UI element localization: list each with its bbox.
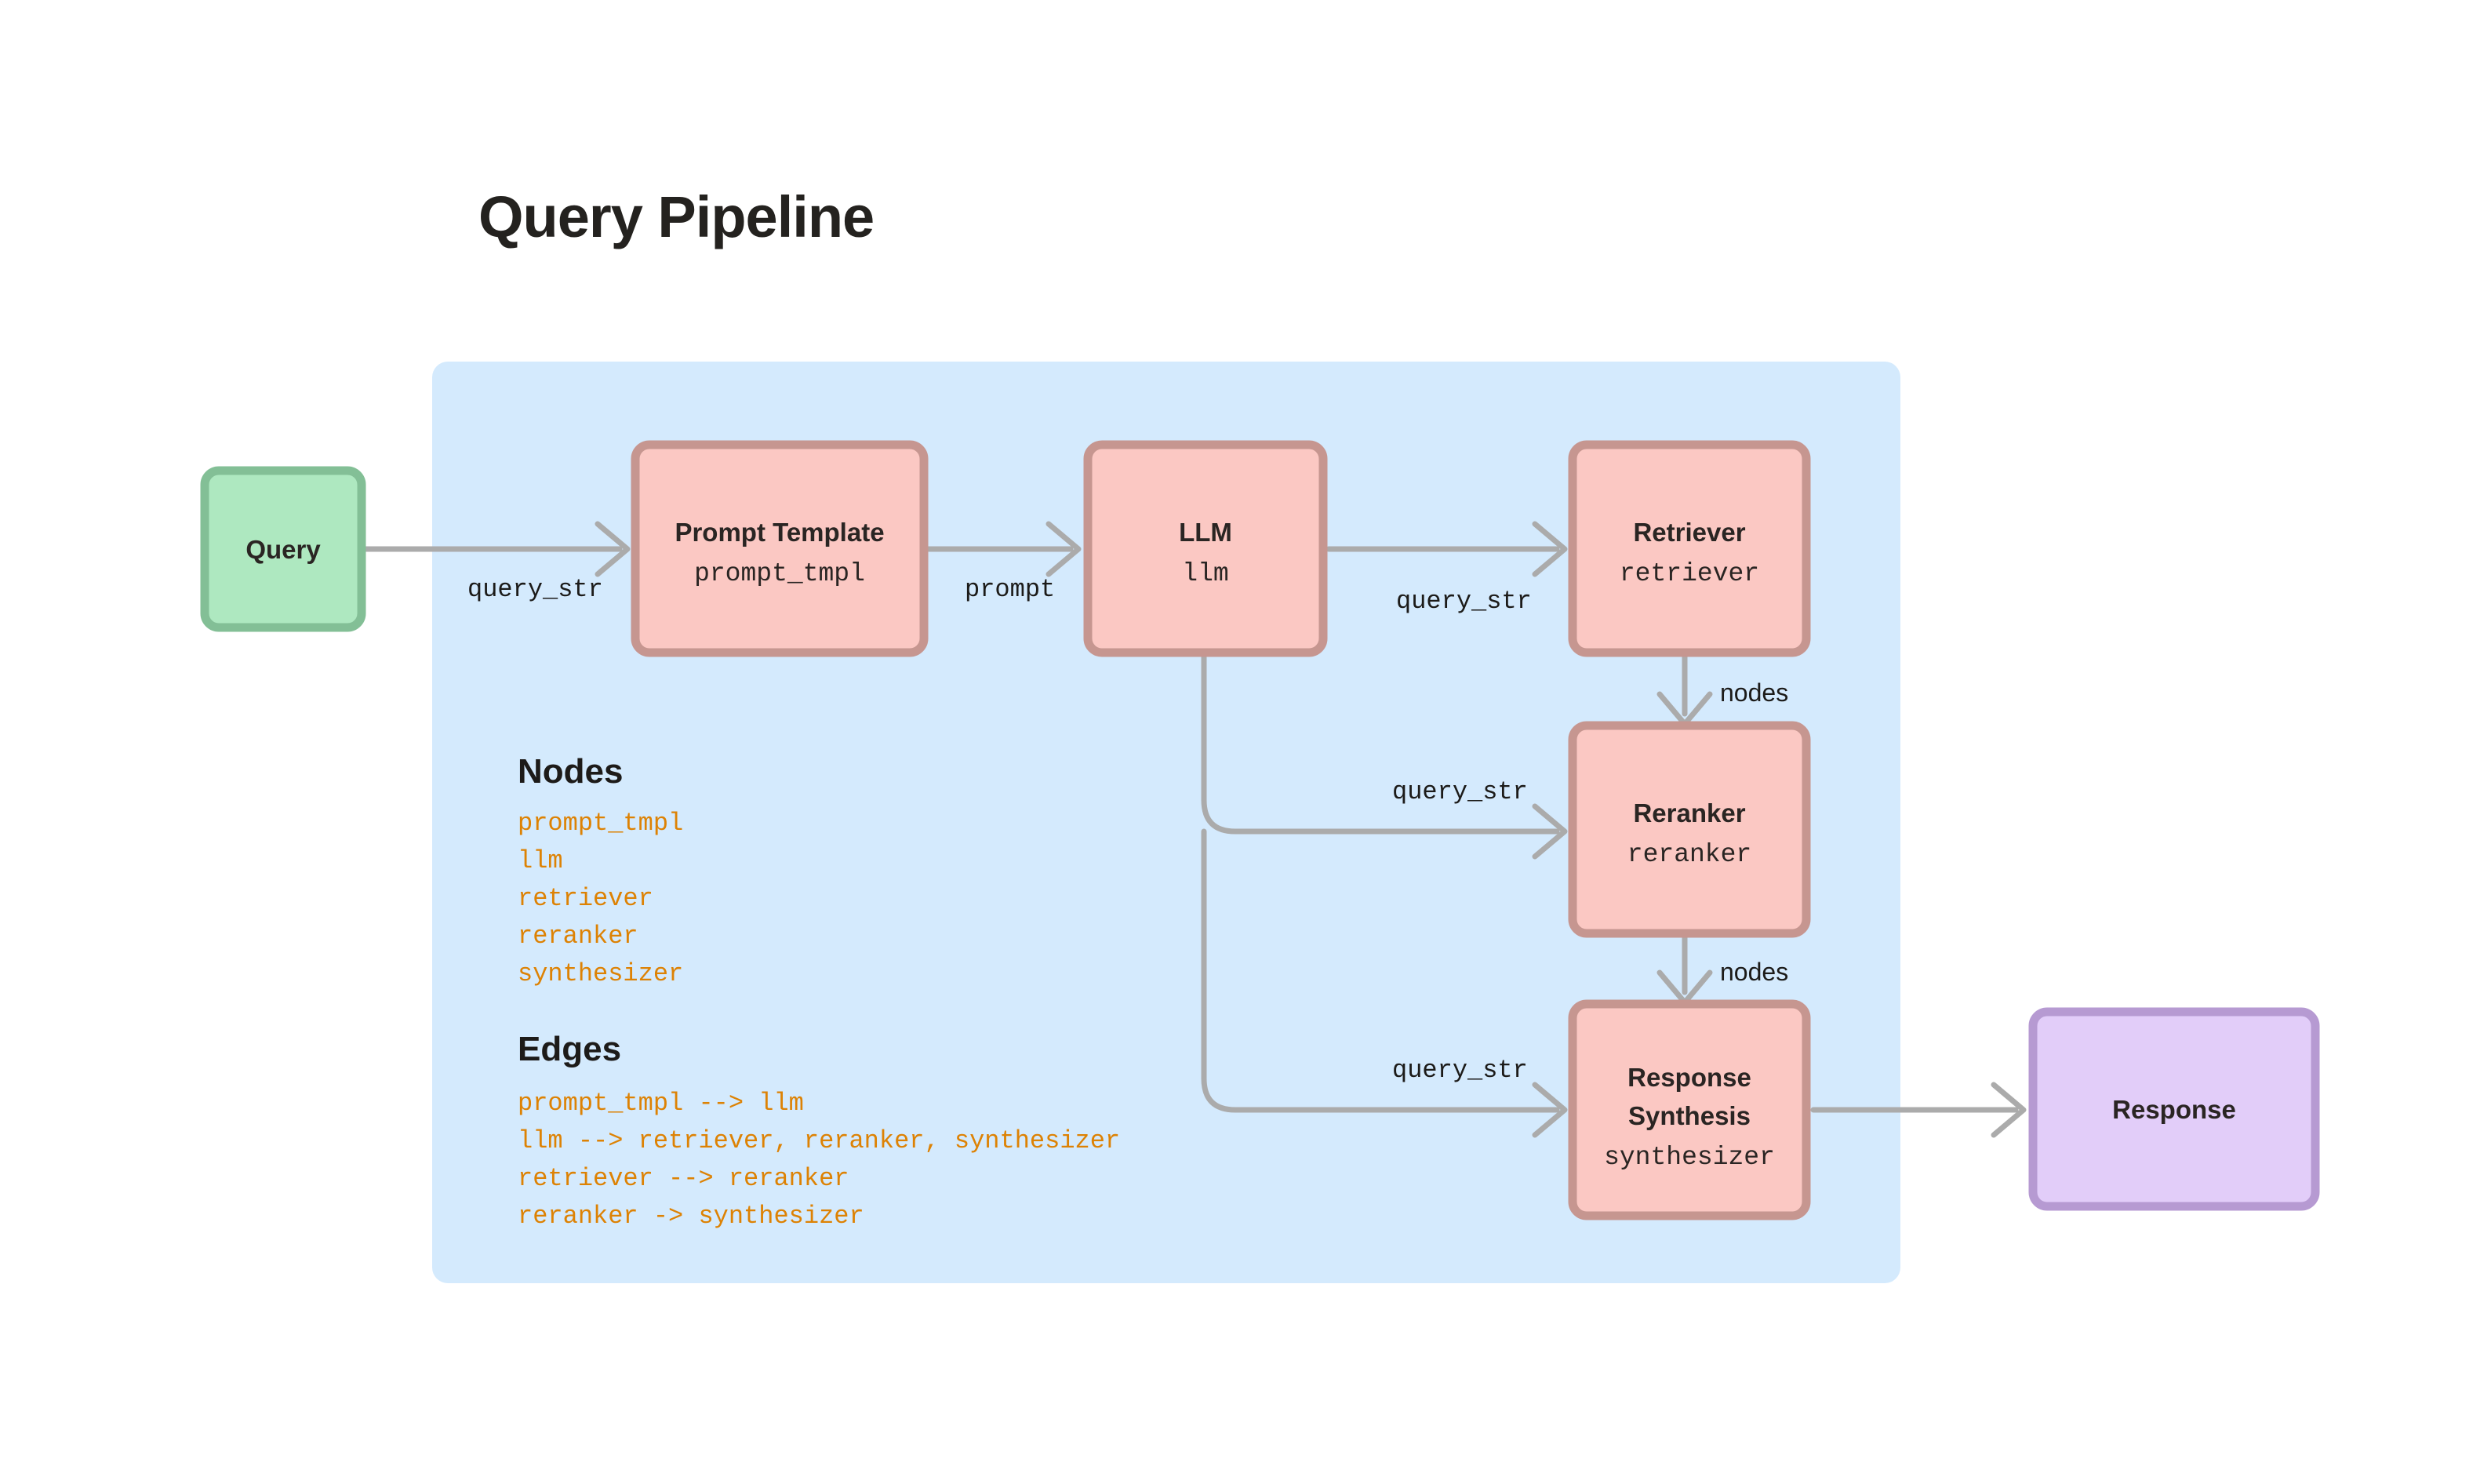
retriever-node-title: Retriever xyxy=(1633,518,1745,547)
prompt-template-node-title: Prompt Template xyxy=(675,518,884,547)
reranker-node-box[interactable] xyxy=(1568,721,1811,938)
response-synthesis-node[interactable]: Response Synthesis synthesizer xyxy=(1568,999,1811,1220)
query-node[interactable]: Query xyxy=(200,466,366,632)
edge-label-query-str-4: query_str xyxy=(1392,1056,1528,1085)
legend-node-item: llm xyxy=(518,846,563,875)
legend-nodes: Nodes prompt_tmpl llm retriever reranker… xyxy=(518,752,683,988)
llm-node-box[interactable] xyxy=(1083,440,1328,657)
edge-llm-to-retriever xyxy=(1326,521,1568,577)
response-node-label: Response xyxy=(2112,1095,2236,1124)
edge-llm-to-synthesizer xyxy=(1201,828,1568,1138)
response-node-box[interactable] xyxy=(2028,1007,2320,1211)
legend-edge-item: retriever --> reranker xyxy=(518,1164,849,1193)
legend-node-item: retriever xyxy=(518,884,653,913)
legend-node-item: prompt_tmpl xyxy=(518,809,683,838)
page-title: Query Pipeline xyxy=(478,184,875,249)
prompt-template-node-subtitle: prompt_tmpl xyxy=(694,559,865,588)
legend-edges-heading: Edges xyxy=(518,1030,621,1068)
retriever-node[interactable]: Retriever retriever xyxy=(1568,440,1811,657)
retriever-node-box[interactable] xyxy=(1568,440,1811,657)
response-node[interactable]: Response xyxy=(2028,1007,2320,1211)
reranker-node-subtitle: reranker xyxy=(1627,840,1751,869)
retriever-node-subtitle: retriever xyxy=(1620,559,1759,588)
legend-edge-item: prompt_tmpl --> llm xyxy=(518,1089,804,1118)
query-node-label: Query xyxy=(245,535,321,564)
llm-node-title: LLM xyxy=(1179,518,1232,547)
legend-edges: Edges prompt_tmpl --> llm llm --> retrie… xyxy=(518,1030,1120,1231)
prompt-template-node-box[interactable] xyxy=(631,440,929,657)
prompt-template-node[interactable]: Prompt Template prompt_tmpl xyxy=(631,440,929,657)
edge-query-to-prompt-template xyxy=(358,521,631,577)
response-synthesis-node-title-line2: Synthesis xyxy=(1628,1101,1751,1130)
llm-node[interactable]: LLM llm xyxy=(1083,440,1328,657)
legend-node-item: reranker xyxy=(518,922,638,951)
query-node-box[interactable] xyxy=(200,466,366,632)
edge-label-nodes-1: nodes xyxy=(1720,678,1788,707)
legend-node-item: synthesizer xyxy=(518,959,683,988)
edge-label-nodes-2: nodes xyxy=(1720,958,1788,986)
edge-label-prompt: prompt xyxy=(965,575,1055,604)
edge-label-query-str-1: query_str xyxy=(467,575,603,604)
edge-label-query-str-2: query_str xyxy=(1396,587,1532,616)
legend-edge-item: llm --> retriever, reranker, synthesizer xyxy=(518,1126,1120,1155)
llm-node-subtitle: llm xyxy=(1182,559,1228,588)
response-synthesis-node-box[interactable] xyxy=(1568,999,1811,1220)
legend-nodes-heading: Nodes xyxy=(518,752,623,791)
edge-label-query-str-3: query_str xyxy=(1392,777,1528,806)
legend-edge-item: reranker -> synthesizer xyxy=(518,1202,864,1231)
edge-llm-to-reranker xyxy=(1201,648,1568,860)
response-synthesis-node-title-line1: Response xyxy=(1627,1063,1751,1092)
edge-synthesizer-to-response xyxy=(1810,1082,2027,1138)
reranker-node-title: Reranker xyxy=(1633,798,1745,827)
response-synthesis-node-subtitle: synthesizer xyxy=(1604,1143,1775,1172)
reranker-node[interactable]: Reranker reranker xyxy=(1568,721,1811,938)
edge-prompt-template-to-llm xyxy=(921,521,1082,577)
